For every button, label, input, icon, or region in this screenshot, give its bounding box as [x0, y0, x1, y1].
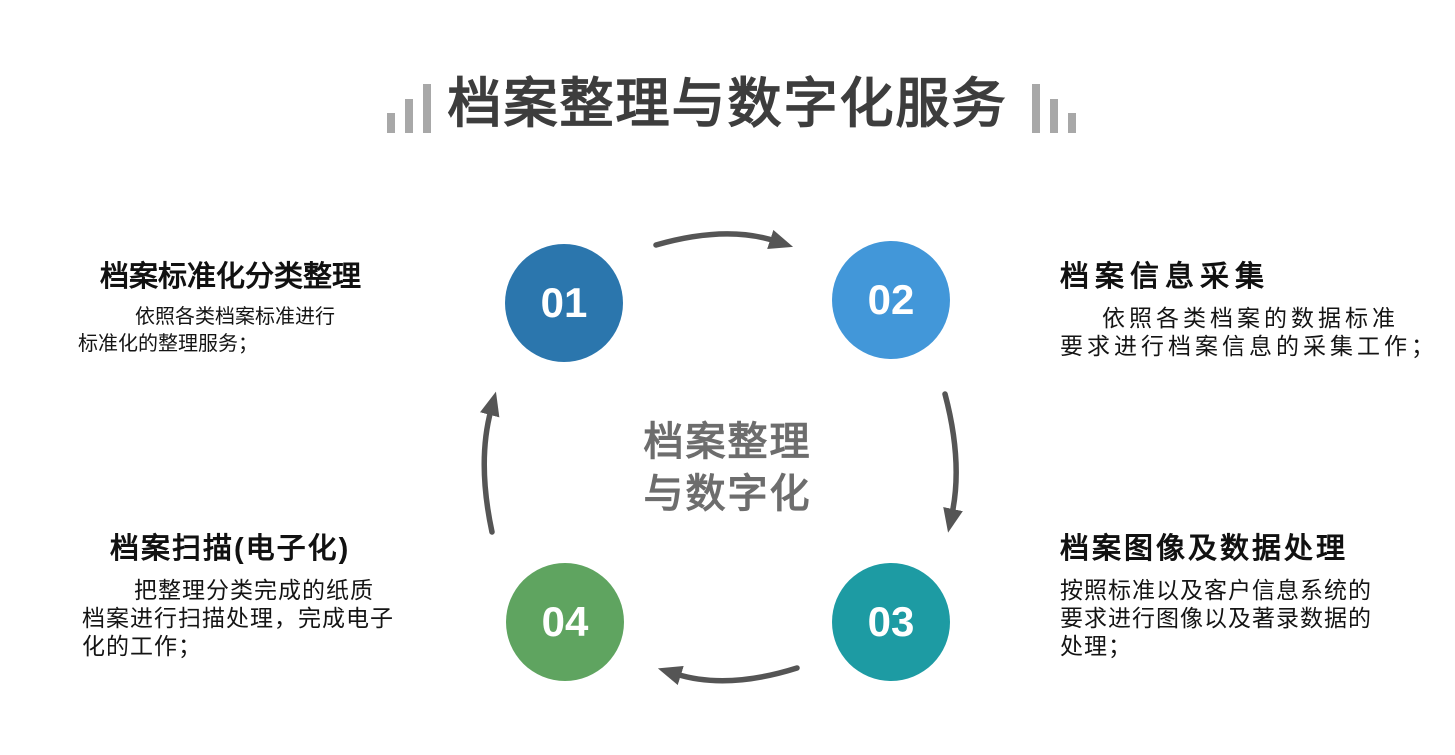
step-body-line: 依照各类档案的数据标准	[1102, 305, 1399, 331]
arrow-step1-to-step2	[653, 229, 794, 249]
step-number: 02	[867, 276, 915, 323]
bar-icon	[387, 113, 395, 133]
step-body-line: 把整理分类完成的纸质	[134, 577, 374, 603]
step-body-line: 处理；	[1060, 633, 1132, 659]
step-block-02: 档案信息采集 依照各类档案的数据标准 要求进行档案信息的采集工作；	[1060, 261, 1452, 360]
step-circle-01: 01	[505, 244, 623, 362]
step-title: 档案图像及数据处理	[1060, 533, 1349, 565]
cycle-center-label: 档案整理 与数字化	[0, 416, 1455, 520]
step-body-line: 档案进行扫描处理，完成电子	[82, 605, 394, 631]
bar-icon	[423, 84, 431, 133]
step-circle-02: 02	[832, 241, 950, 359]
step-title: 档案信息采集	[1060, 261, 1271, 293]
step-circle-03: 03	[832, 563, 950, 681]
step-body-line: 按照标准以及客户信息系统的	[1060, 577, 1372, 603]
arrow-step3-to-step4	[657, 665, 800, 686]
step-number: 01	[540, 279, 588, 326]
step-number: 03	[867, 598, 915, 645]
center-label-line1: 档案整理	[643, 420, 812, 464]
step-body-line: 要求进行档案信息的采集工作；	[1060, 333, 1438, 359]
step-body-line: 要求进行图像以及著录数据的	[1060, 605, 1372, 631]
bar-icon	[1032, 84, 1040, 133]
step-circle-04: 04	[506, 563, 624, 681]
center-label-line2: 与数字化	[643, 472, 812, 516]
step-body-line: 标准化的整理服务；	[78, 333, 258, 355]
step-body-line: 化的工作；	[82, 633, 202, 659]
step-block-04: 档案扫描(电子化) 把整理分类完成的纸质 档案进行扫描处理，完成电子 化的工作；	[82, 533, 432, 660]
step-title: 档案扫描(电子化)	[110, 533, 351, 565]
step-body-line: 依照各类档案标准进行	[135, 306, 335, 328]
bar-icon	[1050, 99, 1058, 133]
page-title: 档案整理与数字化服务	[447, 74, 1008, 134]
bar-icon	[1068, 113, 1076, 133]
step-number: 04	[541, 598, 589, 645]
descending-bars-icon	[1032, 83, 1076, 133]
step-block-01: 档案标准化分类整理 依照各类档案标准进行 标准化的整理服务；	[78, 261, 428, 358]
step-title: 档案标准化分类整理	[100, 261, 362, 293]
bar-icon	[405, 99, 413, 133]
step-block-03: 档案图像及数据处理 按照标准以及客户信息系统的 要求进行图像以及著录数据的 处理…	[1060, 533, 1455, 660]
ascending-bars-icon	[387, 83, 431, 133]
